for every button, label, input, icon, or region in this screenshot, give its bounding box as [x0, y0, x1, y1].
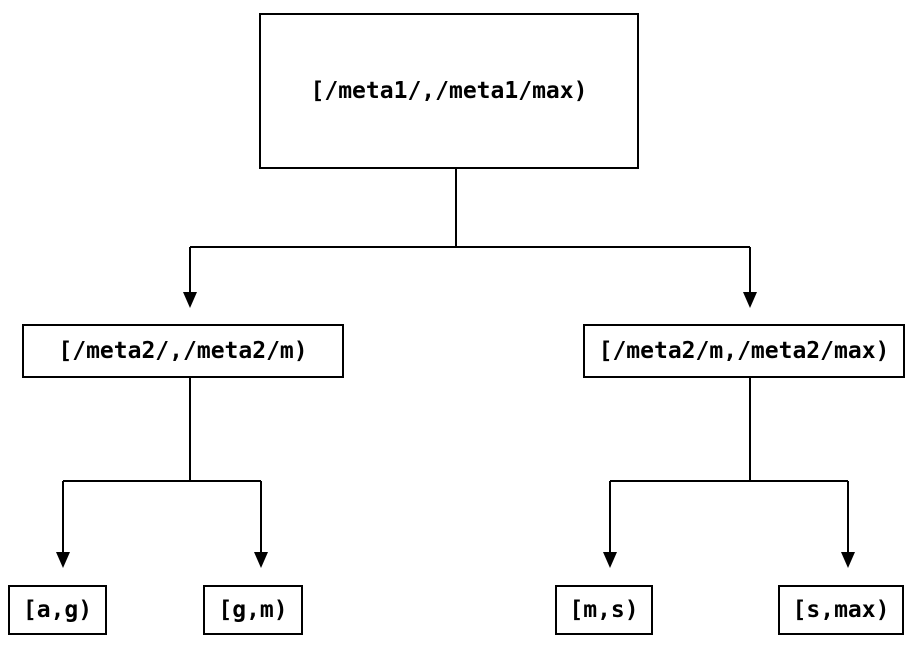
node-meta2-high-label: [/meta2/m,/meta2/max): [598, 338, 890, 364]
arrowhead-to-leaf-smax: [841, 552, 855, 568]
node-leaf-gm: [g,m): [203, 585, 303, 635]
node-root-label: [/meta1/,/meta1/max): [310, 78, 588, 104]
node-leaf-smax-label: [s,max): [792, 597, 890, 623]
node-leaf-ms-label: [m,s): [569, 597, 639, 623]
node-leaf-ag: [a,g): [8, 585, 107, 635]
arrowhead-to-leaf-gm: [254, 552, 268, 568]
edge-root-to-children: [189, 169, 751, 293]
node-meta2-low: [/meta2/,/meta2/m): [22, 324, 344, 378]
node-meta2-low-label: [/meta2/,/meta2/m): [58, 338, 308, 364]
edge-meta2high-to-children: [609, 378, 849, 553]
arrowhead-to-meta2-high: [743, 292, 757, 308]
node-leaf-ms: [m,s): [555, 585, 653, 635]
node-leaf-smax: [s,max): [778, 585, 904, 635]
node-root: [/meta1/,/meta1/max): [259, 13, 639, 169]
edge-meta2low-to-children: [62, 378, 262, 553]
node-meta2-high: [/meta2/m,/meta2/max): [583, 324, 905, 378]
node-leaf-gm-label: [g,m): [218, 597, 288, 623]
arrowhead-to-meta2-low: [183, 292, 197, 308]
arrowhead-to-leaf-ms: [603, 552, 617, 568]
node-leaf-ag-label: [a,g): [22, 597, 93, 623]
arrowhead-to-leaf-ag: [56, 552, 70, 568]
